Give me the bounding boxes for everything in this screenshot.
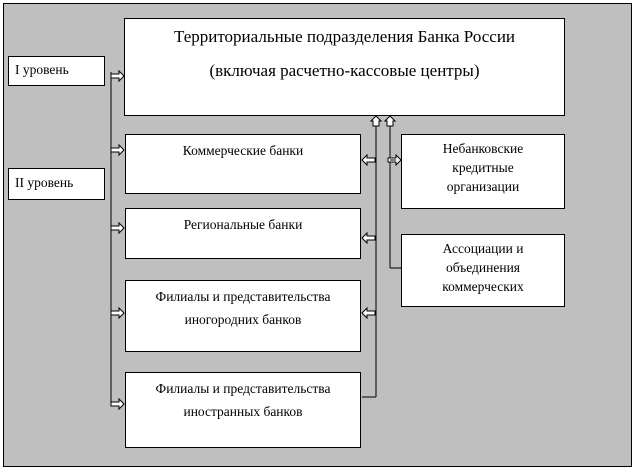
box-nonresident-branches: Филиалы и представительства иногородних … [125, 280, 361, 352]
box-non-bank-credit-orgs-line2: кредитные [452, 160, 514, 175]
box-nonresident-branches-line2: иногородних банков [184, 312, 302, 327]
main-box-subtitle: (включая расчетно-кассовые центры) [209, 61, 480, 80]
box-commercial-banks: Коммерческие банки [125, 134, 361, 194]
arrow-to-main-box [110, 69, 125, 83]
main-box-title: Территориальные подразделения Банка Росс… [173, 27, 516, 46]
arrow-side-to-main [383, 115, 397, 127]
box-associations: Ассоциации и объединения коммерческих [401, 234, 565, 307]
arrow-banks-to-main [369, 115, 383, 127]
box-associations-line3: коммерческих [442, 279, 524, 294]
box-non-bank-credit-orgs-line3: организации [446, 179, 520, 194]
box-foreign-branches-line2: иностранных банков [183, 404, 303, 419]
box-non-bank-credit-orgs-line1: Небанковские [442, 141, 524, 156]
arrow-to-foreign-branches [110, 397, 125, 411]
box-foreign-branches: Филиалы и представительства иностранных … [125, 372, 361, 448]
level-2-label: II уровень [8, 168, 105, 200]
arrow-to-regional-banks [110, 221, 125, 235]
arrow-from-nonresident-branches [361, 306, 376, 320]
box-foreign-branches-line1: Филиалы и представительства [155, 381, 331, 396]
box-nonresident-branches-line1: Филиалы и представительства [155, 289, 331, 304]
box-associations-line1: Ассоциации и [442, 241, 524, 256]
box-regional-banks: Региональные банки [125, 208, 361, 259]
box-regional-banks-text: Региональные банки [183, 217, 303, 232]
arrow-from-commercial-banks [361, 153, 376, 167]
arrow-from-regional-banks [361, 231, 376, 245]
box-associations-line2: объединения [445, 260, 521, 275]
arrow-to-commercial-banks [110, 143, 125, 157]
box-non-bank-credit-orgs: Небанковские кредитные организации [401, 134, 565, 209]
box-commercial-banks-text: Коммерческие банки [182, 143, 304, 158]
main-box-bank-of-russia: Территориальные подразделения Банка Росс… [124, 18, 565, 116]
arrow-to-nonresident-branches [110, 306, 125, 320]
level-1-label: I уровень [8, 56, 105, 86]
